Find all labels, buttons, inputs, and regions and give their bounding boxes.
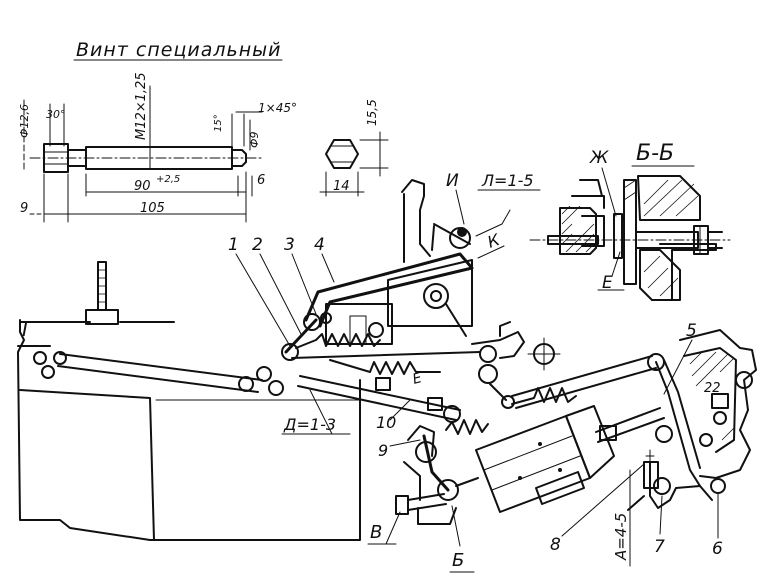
- screw-dim-90: 90: [134, 179, 151, 194]
- pedal-lever-assembly: [281, 179, 665, 409]
- solenoid-body: [475, 405, 615, 513]
- section-b-b: Б-Б Ж: [529, 141, 731, 301]
- lower-linkage: [297, 375, 665, 525]
- title-text: Винт специальный: [76, 39, 282, 61]
- callout-10: 10: [376, 413, 396, 432]
- callout-b: Б: [452, 550, 464, 571]
- callout-d-dim: Д=1-3: [283, 415, 336, 434]
- carburetor-right: [627, 329, 757, 511]
- callout-3: 3: [284, 235, 295, 255]
- screw-dia-9: Ф9: [248, 132, 261, 148]
- special-screw-view: Ф12,6 30° М12×1,25 15° 1×45° Ф9 6 90 +2,…: [18, 72, 297, 223]
- hex-head-view: 14 15,5: [319, 99, 389, 197]
- callout-v: В: [370, 522, 382, 543]
- callout-9: 9: [378, 441, 388, 460]
- callout-i: И: [446, 171, 459, 191]
- hex-dim-15-5: 15,5: [365, 99, 379, 126]
- callout-dim-22: 22: [704, 381, 721, 396]
- screw-dim-9: 9: [20, 201, 28, 216]
- callout-1: 1: [228, 235, 239, 255]
- hex-dim-14: 14: [333, 179, 350, 194]
- callout-k: К: [485, 230, 503, 252]
- callout-4: 4: [314, 235, 325, 255]
- section-mark-zh: Ж: [589, 148, 609, 168]
- callout-2: 2: [252, 235, 263, 255]
- screw-dim-90-tol: +2,5: [156, 174, 180, 185]
- screw-chamfer-1x45: 1×45°: [258, 101, 297, 115]
- callout-g: Г: [22, 317, 35, 341]
- screw-chamfer-15: 15°: [213, 114, 224, 132]
- section-mark-e: Е: [602, 273, 613, 293]
- screw-dim-105: 105: [140, 201, 165, 216]
- screw-dim-6: 6: [257, 173, 265, 188]
- callout-6: 6: [712, 539, 723, 559]
- callout-a-dim: А=4-5: [612, 513, 630, 561]
- screw-angle-30: 30°: [46, 108, 66, 121]
- screw-thread-label: М12×1,25: [134, 72, 149, 140]
- drawing-title: Винт специальный: [73, 39, 283, 61]
- throttle-rod: [57, 353, 284, 396]
- callout-l-dim: Л=1-5: [481, 171, 534, 190]
- section-label: Б-Б: [636, 141, 674, 166]
- engine-block-outline: Г: [17, 261, 361, 541]
- callouts: 1 2 3 4 И Л=1-5 К 5 22 Е 10 9 Д=1-3 В Б …: [228, 171, 723, 573]
- screw-dia-left: Ф12,6: [18, 104, 31, 138]
- callout-5: 5: [686, 321, 697, 341]
- callout-8: 8: [550, 535, 561, 555]
- callout-e-mark: Е: [411, 370, 424, 388]
- callout-7: 7: [654, 537, 665, 557]
